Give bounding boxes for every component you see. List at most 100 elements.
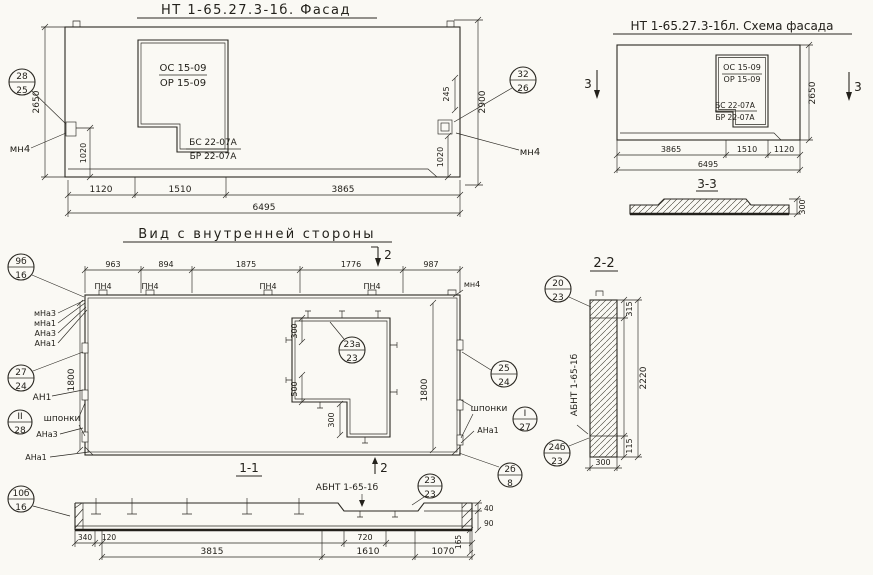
dim-3815: 3815 [201,547,224,557]
ana3-label: АНа3 [36,430,57,439]
section-1-1-dimensions: 340 120 720 3815 1610 1070 40 90 165 [71,499,494,561]
dim-1120: 1120 [774,145,794,154]
callout-number: 25 [498,364,509,374]
callout-sheet: 16 [15,271,27,281]
inner-height-dimensions: 1800 1800 [67,299,437,454]
inner-panel-outline [84,294,461,456]
inner-right-callouts: 25 24 шпонки АНа1 I 27 2б 8 [458,351,538,489]
dim-total-6495: 6495 [698,160,718,169]
scheme-sill-label-top: БС 22-07А [715,101,756,110]
inner-view-drawing: Вид с внутренней стороны 963 894 1875 17… [7,227,538,489]
section-2-2-details [590,290,617,437]
callout-number: 23 [424,476,435,486]
facade-drawing: НТ 1-65.27.3-1б. Фасад ОС 15-09 ОР 15-09… [8,3,540,217]
section-mark-2: 2 [380,461,388,475]
dim-90: 90 [484,519,494,528]
dim-1120: 1120 [90,185,113,195]
dim-963: 963 [105,260,120,269]
section-mark-3: 3 [854,80,862,94]
callout-number: 10б [12,489,29,499]
callout-number: 32 [517,70,528,80]
inner-top-connector-labels: ПН4 ПН4 ПН4 ПН4 мн4 [94,280,480,298]
dim-300: 300 [798,199,807,214]
dim-300: 300 [595,458,610,467]
dim-1020-left: 1020 [79,143,88,163]
section-1-1-callout-right: 23 23 [411,473,443,506]
callout-sheet: 23 [551,457,562,467]
facade-sill-label-bottom: БР 22-07А [190,152,238,162]
panel-mark-label: АБНТ 1-65-1б [570,353,580,416]
dim-720: 720 [357,533,372,542]
scheme-sill-label-bottom: БР 22-07А [716,113,756,122]
facade-panel-outline [64,26,461,178]
opening-dim-300-top: 300 [290,323,299,338]
callout-sheet: 24 [498,378,510,388]
dim-height-right: 2900 [478,90,488,113]
dim-height-left: 2650 [32,90,42,113]
callout-sheet: 27 [519,423,530,433]
callout-sheet: 23 [424,490,435,500]
ana1-label-left: АНа1 [25,453,46,462]
ana1-label-right: АНа1 [477,426,498,435]
opening-dim-500: 500 [290,381,299,396]
dim-1510: 1510 [737,145,757,154]
scheme-drawing: НТ 1-65.27.3-1бл. Схема фасада ОС 15-09 … [584,19,862,218]
callout-number: 2б [504,465,516,475]
dim-120: 120 [102,533,117,542]
dim-height: 2650 [808,81,818,104]
dim-1020-right: 1020 [436,147,445,167]
section-2-2-drawing: 2-2 20 23 315 115 2220 300 АБНТ 1-65-1б [543,256,649,472]
section-2-2-callout-top: 20 23 [544,275,592,308]
anchor-label: мНа3 [34,309,56,318]
section-mark-3: 3 [584,77,592,91]
callout-number: 24б [548,443,565,453]
keys-label-right: шпонки [471,404,508,414]
loop-label-left: мн4 [10,144,30,155]
scheme-opening-label-top: ОС 15-09 [723,63,761,72]
loop-label-right: мн4 [520,147,540,158]
dim-1800-right: 1800 [420,378,430,401]
callout-number: I [524,409,527,419]
dim-40: 40 [484,504,494,513]
panel-mark-leader [576,424,589,435]
anchor-label: АНа3 [35,329,56,338]
callout-sheet: 8 [507,479,513,489]
dim-894: 894 [158,260,173,269]
scheme-dimension-lines: 2650 3865 1510 1120 6495 [613,41,818,174]
callout-sheet: 26 [517,84,529,94]
section-2-2-title: 2-2 [593,256,614,271]
callout-sheet: 24 [15,382,27,392]
inner-section-mark-top: 2 [371,246,392,267]
callout-number: 20 [552,279,564,289]
dim-1875: 1875 [236,260,256,269]
facade-opening: ОС 15-09 ОР 15-09 БС 22-07А БР 22-07А [137,39,241,162]
facade-sill-label-top: БС 22-07А [189,138,237,148]
anchor-label: мНа1 [34,319,56,328]
callout-number: 9б [15,257,27,267]
pn4-label: ПН4 [141,282,158,291]
section-2-2-callout-bottom: 24б 23 [543,437,590,467]
dim-total-6495: 6495 [253,203,276,213]
callout-sheet: 28 [14,426,26,436]
facade-callout-right: 32 26 мн4 [453,66,540,158]
dim-1070: 1070 [432,547,455,557]
section-2-2-dimensions: 315 115 2220 300 [585,296,649,472]
section-3-3-title: 3-3 [697,177,717,191]
scheme-panel-sill-line [620,132,782,141]
scheme-title: НТ 1-65.27.3-1бл. Схема фасада [631,19,834,33]
facade-panel-details [65,20,455,178]
facade-dimension-lines: 2650 1020 2900 245 1020 1120 1510 3865 6… [32,16,488,217]
section-1-1-title: 1-1 [236,461,262,477]
callout-number: II [17,412,22,422]
inner-view-title: Вид с внутренней стороны [138,227,375,242]
scheme-opening: ОС 15-09 ОР 15-09 БС 22-07А БР 22-07А [715,54,769,128]
dim-245: 245 [442,86,451,101]
callout-sheet: 16 [15,503,27,513]
dim-1800-left: 1800 [67,368,77,391]
dim-2220: 2220 [639,366,649,389]
section-1-1-label: 1-1 [239,461,259,475]
dim-115: 115 [625,438,634,453]
mn4-label: мн4 [464,280,480,289]
